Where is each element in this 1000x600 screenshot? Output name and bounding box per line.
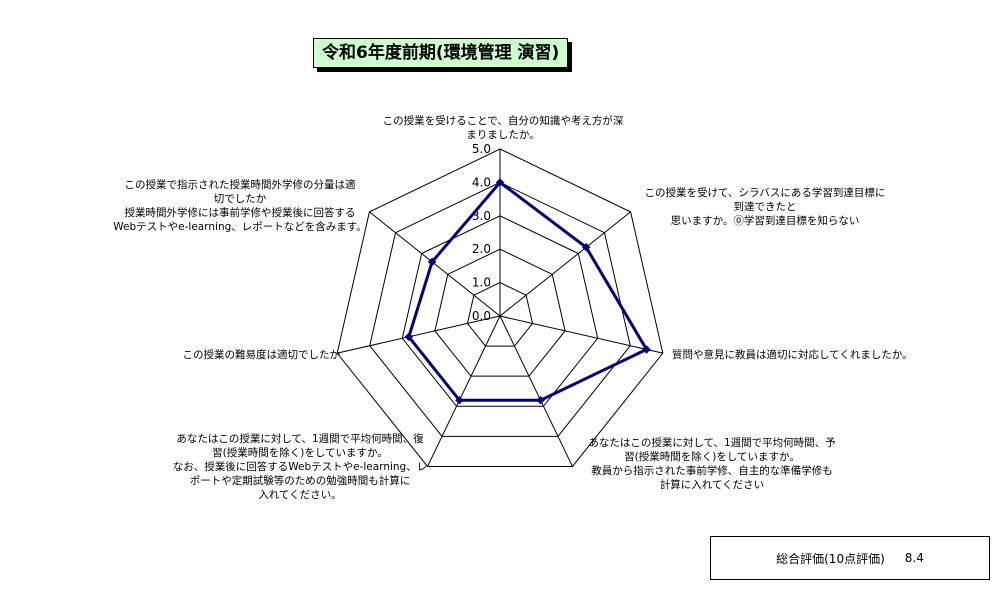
axis-spoke-2	[499, 315, 663, 354]
axis-label-line: 到達できたと	[733, 201, 797, 213]
tick-label: 3.0	[472, 209, 491, 223]
grid-ring-3	[401, 215, 599, 407]
axis-label-line: この授業で指示された授業時間外学修の分量は適	[124, 179, 356, 191]
axis-label-line: 切でしたか	[213, 193, 267, 205]
axis-label-line: 習(授業時間を除く)をしていますか。	[212, 447, 388, 459]
grid-ring-5	[336, 148, 664, 467]
axis-label-line: 習(授業時間を除く)をしていますか。	[624, 451, 800, 463]
axis-spoke-1	[499, 211, 631, 317]
data-point-2	[642, 345, 651, 354]
axis-spoke-5	[337, 315, 501, 354]
axis-label-line: あなたはこの授業に対して、1週間で平均何時間、復	[176, 433, 424, 445]
data-point-5	[404, 332, 414, 342]
axis-label-4: あなたはこの授業に対して、1週間で平均何時間、復習(授業時間を除く)をしています…	[150, 432, 450, 502]
tick-label: 0.0	[472, 309, 491, 323]
axis-label-line: なお、授業後に回答するWebテストやe-learning、レ	[172, 461, 428, 473]
data-point-4	[455, 396, 464, 405]
grid-ring-2	[434, 248, 566, 377]
chart-title: 令和6年度前期(環境管理 演習)	[313, 38, 569, 68]
axis-spoke-3	[499, 315, 573, 467]
axis-label-line: あなたはこの授業に対して、1週間で平均何時間、予	[588, 437, 836, 449]
data-point-6	[427, 257, 437, 267]
axis-label-line: この授業の難易度は適切でしたか	[182, 349, 341, 361]
axis-label-1: この授業を受けて、シラバスにある学習到達目標に到達できたと思いますか。⓪学習到達…	[630, 186, 900, 228]
summary-box: 総合評価(10点評価) 8.4	[710, 536, 990, 580]
series-line	[407, 180, 649, 402]
grid-ring-4	[369, 181, 631, 437]
summary-label: 総合評価(10点評価)	[776, 551, 885, 566]
tick-label: 4.0	[472, 175, 491, 189]
axis-label-5: この授業の難易度は適切でしたか	[120, 348, 341, 362]
axis-label-2: 質問や意見に教員は適切に対応してくれましたか。	[672, 348, 962, 362]
axis-label-line: 思いますか。⓪学習到達目標を知らない	[670, 215, 860, 227]
axis-label-line: 計算に入れてください	[659, 479, 765, 491]
axis-label-line: この授業を受けて、シラバスにある学習到達目標に	[644, 187, 886, 199]
axis-label-line: 教員から指示された事前学修、自主的な準備学修も	[591, 465, 833, 477]
axis-spoke-6	[369, 211, 501, 317]
axis-label-line: 入れてください。	[258, 489, 342, 501]
axis-label-6: この授業で指示された授業時間外学修の分量は適切でしたか授業時間外学修には事前学修…	[100, 178, 380, 234]
tick-label: 2.0	[472, 242, 491, 256]
axis-label-line: ポートや定期試験等のための勉強時間も計算に	[189, 475, 411, 487]
axis-label-line: Webテストやe-learning、レポートなどを含みます。	[113, 221, 367, 233]
grid-ring-1	[466, 282, 534, 347]
axis-label-line: この授業を受けることで、自分の知識や考え方が深	[382, 115, 624, 127]
axis-label-line: 授業時間外学修には事前学修や授業後に回答する	[124, 207, 356, 219]
tick-label: 5.0	[472, 142, 491, 156]
axis-label-line: 質問や意見に教員は適切に対応してくれましたか。	[672, 349, 913, 361]
data-point-0	[495, 178, 505, 187]
data-point-3	[536, 396, 545, 405]
tick-label: 1.0	[472, 276, 491, 290]
summary-value: 8.4	[904, 551, 924, 565]
axis-label-3: あなたはこの授業に対して、1週間で平均何時間、予習(授業時間を除く)をしています…	[572, 436, 852, 492]
axis-spoke-4	[427, 315, 501, 467]
axis-label-line: まりましたか。	[466, 129, 540, 141]
axis-label-0: この授業を受けることで、自分の知識や考え方が深まりましたか。	[372, 114, 634, 142]
